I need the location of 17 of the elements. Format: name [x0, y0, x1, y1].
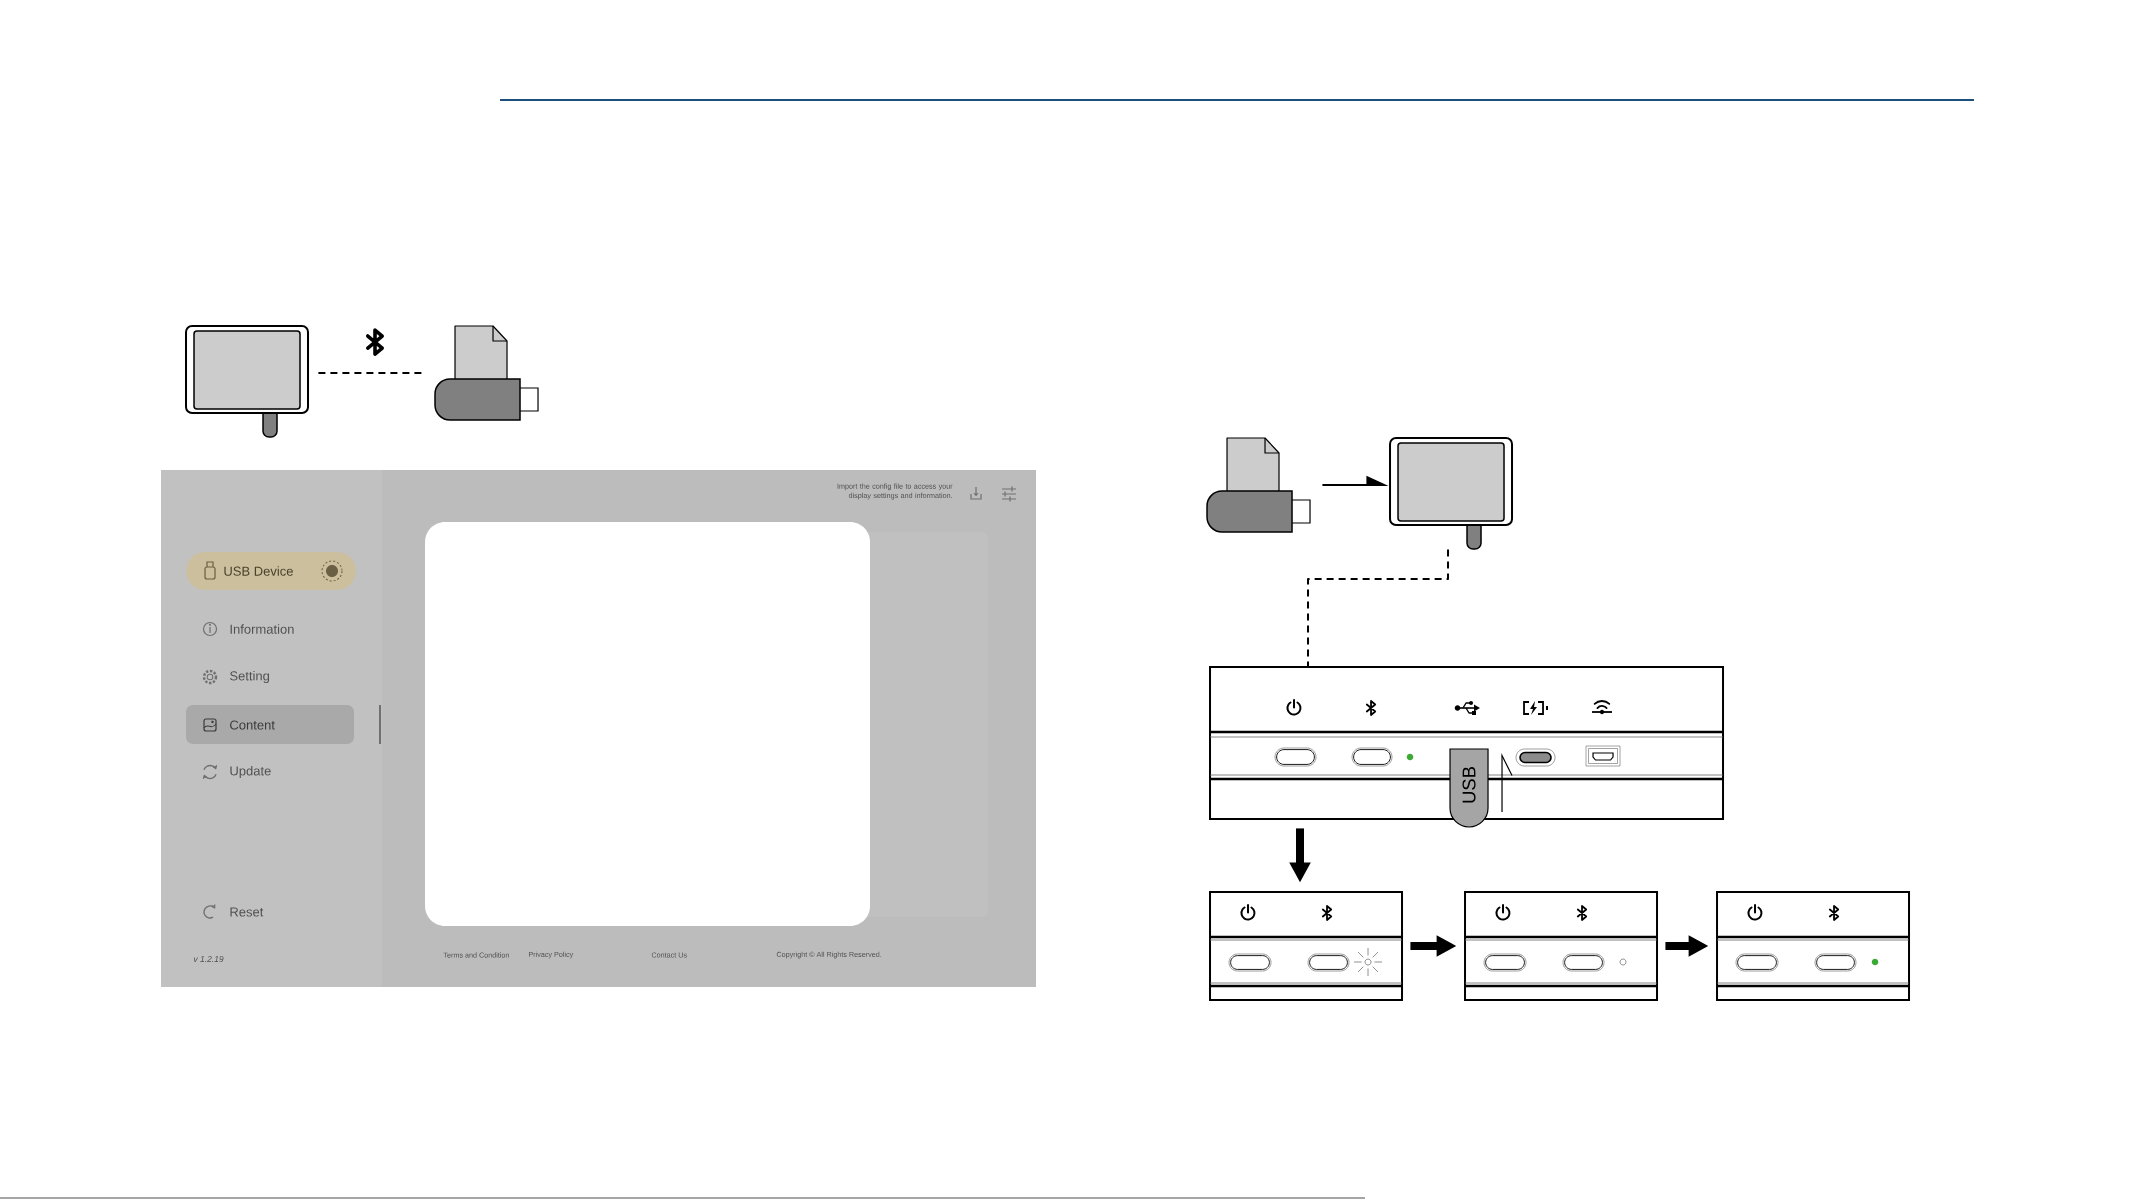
- leader-line: [1307, 548, 1449, 668]
- usb-drive-drawing: [434, 325, 539, 421]
- device-panel: [1716, 891, 1910, 1001]
- usb-drive-drawing: [1206, 437, 1311, 533]
- menu-button: Content: [186, 705, 354, 744]
- menu-item: Update: [230, 765, 271, 779]
- display-drawing: [185, 325, 309, 438]
- device-panel: [1209, 891, 1403, 1001]
- version-text: v 1.2.19: [193, 956, 224, 963]
- device-panel: [1209, 666, 1724, 820]
- device-button: USB Device: [186, 552, 356, 590]
- usb-stick: USB: [1449, 748, 1489, 828]
- menu-item: Information: [230, 624, 294, 634]
- menu-item: Reset: [230, 907, 264, 917]
- device-panel: [1464, 891, 1658, 1001]
- menu-item: Setting: [230, 670, 270, 684]
- display-drawing: [1389, 437, 1513, 550]
